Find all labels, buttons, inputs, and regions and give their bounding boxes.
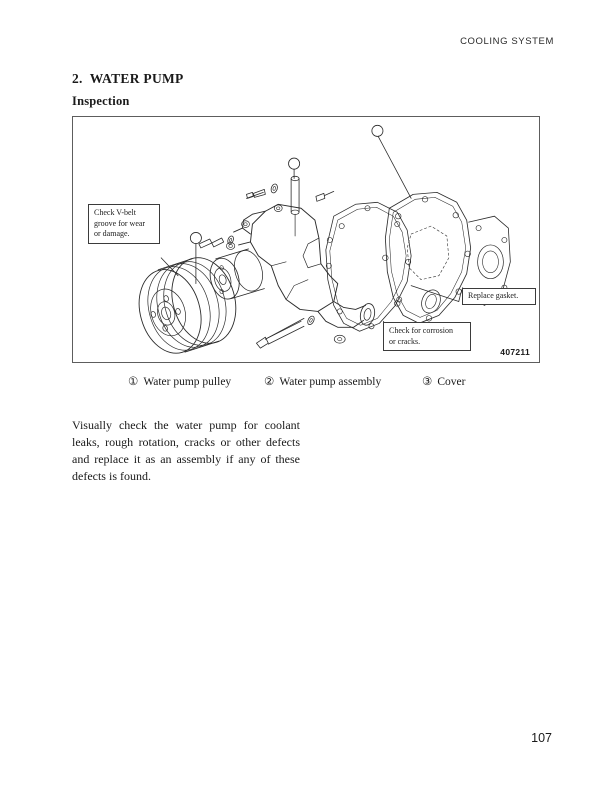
callout-replace-gasket: Replace gasket.: [462, 288, 536, 305]
legend-marker-icon: ③: [422, 376, 433, 388]
pulley-drawing: [138, 257, 237, 354]
legend-marker-icon: ②: [264, 376, 275, 388]
exploded-diagram: [138, 124, 511, 354]
balloon-leaders: [189, 124, 412, 285]
legend-item: ② Water pump assembly: [264, 374, 381, 388]
water-pump-body-drawing: [209, 175, 376, 328]
fasteners-drawing: [198, 183, 346, 349]
callout-check-corrosion: Check for corrosion or cracks.: [383, 322, 471, 352]
callout-line: Check V-belt: [94, 208, 136, 217]
callout-line: Replace gasket.: [468, 291, 519, 300]
cover-rear-flange-drawing: [468, 215, 511, 306]
cover-plate-drawing: [382, 191, 472, 324]
body-line: and replace it as an assembly if any of …: [72, 452, 300, 467]
callout-line: groove for wear: [94, 218, 146, 228]
page-title: 2. WATER PUMP: [72, 71, 184, 87]
callout-check-v-belt: Check V-belt groove for wear or damage.: [88, 204, 160, 244]
legend-label: Water pump pulley: [143, 376, 232, 388]
legend-item: ③ Cover: [422, 374, 465, 388]
legend-label: Water pump assembly: [279, 376, 382, 388]
body-line: defects is found.: [72, 469, 151, 484]
section-title-text: WATER PUMP: [89, 71, 184, 86]
legend-label: Cover: [437, 376, 466, 388]
body-paragraph: Visually check the water pump for coolan…: [72, 417, 300, 485]
legend-marker-icon: ①: [128, 376, 139, 388]
body-line: leaks, rough rotation, cracks or other d…: [72, 435, 300, 450]
section-number: 2.: [72, 71, 83, 86]
subsection-heading: Inspection: [72, 94, 130, 108]
page-number: 107: [531, 731, 552, 745]
callout-line: or cracks.: [389, 336, 421, 346]
callout-line: Check for corrosion: [389, 326, 453, 335]
figure-number: 407211: [500, 347, 530, 357]
running-header: COOLING SYSTEM: [460, 36, 554, 47]
body-line: Visually check the water pump for coolan…: [72, 418, 300, 432]
gasket-drawing: [325, 201, 412, 332]
callout-line: or damage.: [94, 229, 130, 239]
legend-item: ① Water pump pulley: [128, 374, 231, 388]
